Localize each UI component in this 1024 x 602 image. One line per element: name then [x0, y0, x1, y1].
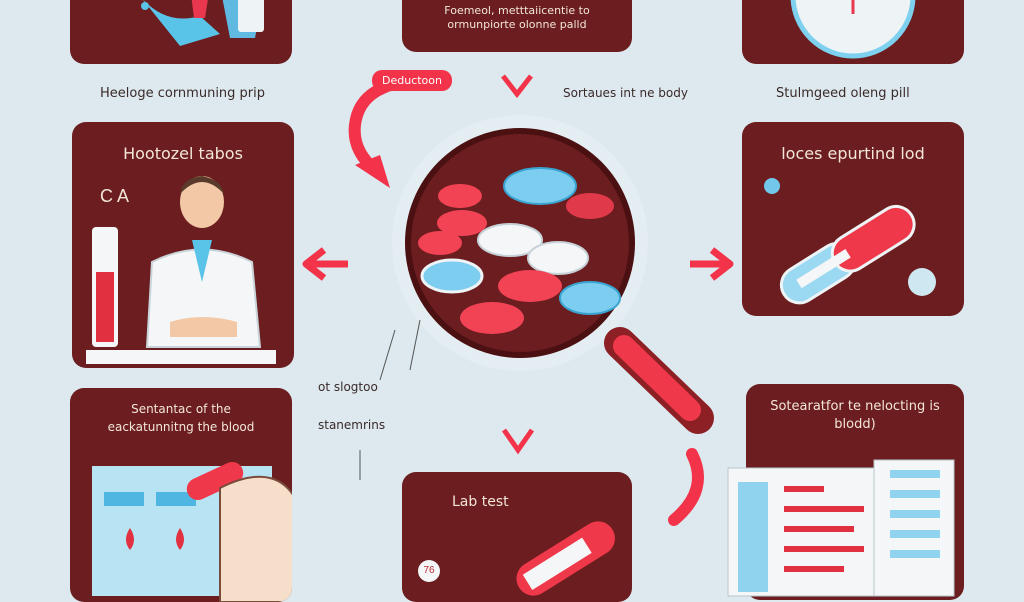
panel-mid-left-title: Hootozel tabos: [123, 144, 243, 163]
curved-arrow-right: [668, 448, 704, 526]
magnifier-illustration: [392, 115, 714, 434]
caption-top-right: Stulmgeed oleng pill: [776, 86, 910, 101]
panel-top-left: [70, 0, 292, 64]
panel-bot-center: Lab test 76: [402, 472, 632, 602]
leader-lines: [359, 319, 421, 480]
panel-mid-right-title: loces epurtind lod: [781, 144, 925, 163]
caption-top-left: Heeloge cornmuning prip: [100, 86, 266, 101]
caption-mid-2: stanemrins: [318, 418, 386, 432]
panel-bot-center-title: Lab test: [452, 494, 509, 510]
arrow-down-bottom: [501, 428, 535, 455]
deduction-label: Deductoon: [372, 70, 452, 91]
arrow-down-top: [501, 74, 533, 99]
gauge-illustration: [790, 0, 916, 59]
doctor-illustration: [86, 176, 276, 364]
panel-bot-left-title: Sentantac of the eackatunnitng the blood: [107, 402, 255, 434]
panel-mid-left: Hootozel tabos C A: [72, 122, 294, 368]
lab-tube-illustration: [516, 521, 615, 596]
panel-top-center-title: Foemeol, metttaiicentie to ormunpiorte o…: [444, 4, 590, 31]
caption-top-center: Sortaues int ne body: [563, 86, 688, 100]
panel-top-right: [742, 0, 964, 64]
panel-top-center: Foemeol, metttaiicentie to ormunpiorte o…: [402, 0, 632, 52]
panel-bot-right-title: Sotearatfor te nelocting is blodd): [770, 399, 940, 432]
capsule-illustration: [764, 178, 936, 305]
report-sheets-illustration: [727, 459, 955, 597]
arrow-left: [302, 247, 348, 281]
panel-mid-right: loces epurtind lod: [742, 122, 964, 316]
tube-letters: C A: [100, 186, 130, 206]
panel-bot-left: Sentantac of the eackatunnitng the blood: [70, 388, 292, 602]
caption-mid-1: ot slogtoo: [318, 380, 378, 394]
number-badge: 76: [418, 560, 440, 582]
blood-chart-illustration: [92, 461, 292, 602]
test-tube-illustration: [141, 0, 264, 46]
arrow-right: [690, 247, 734, 281]
